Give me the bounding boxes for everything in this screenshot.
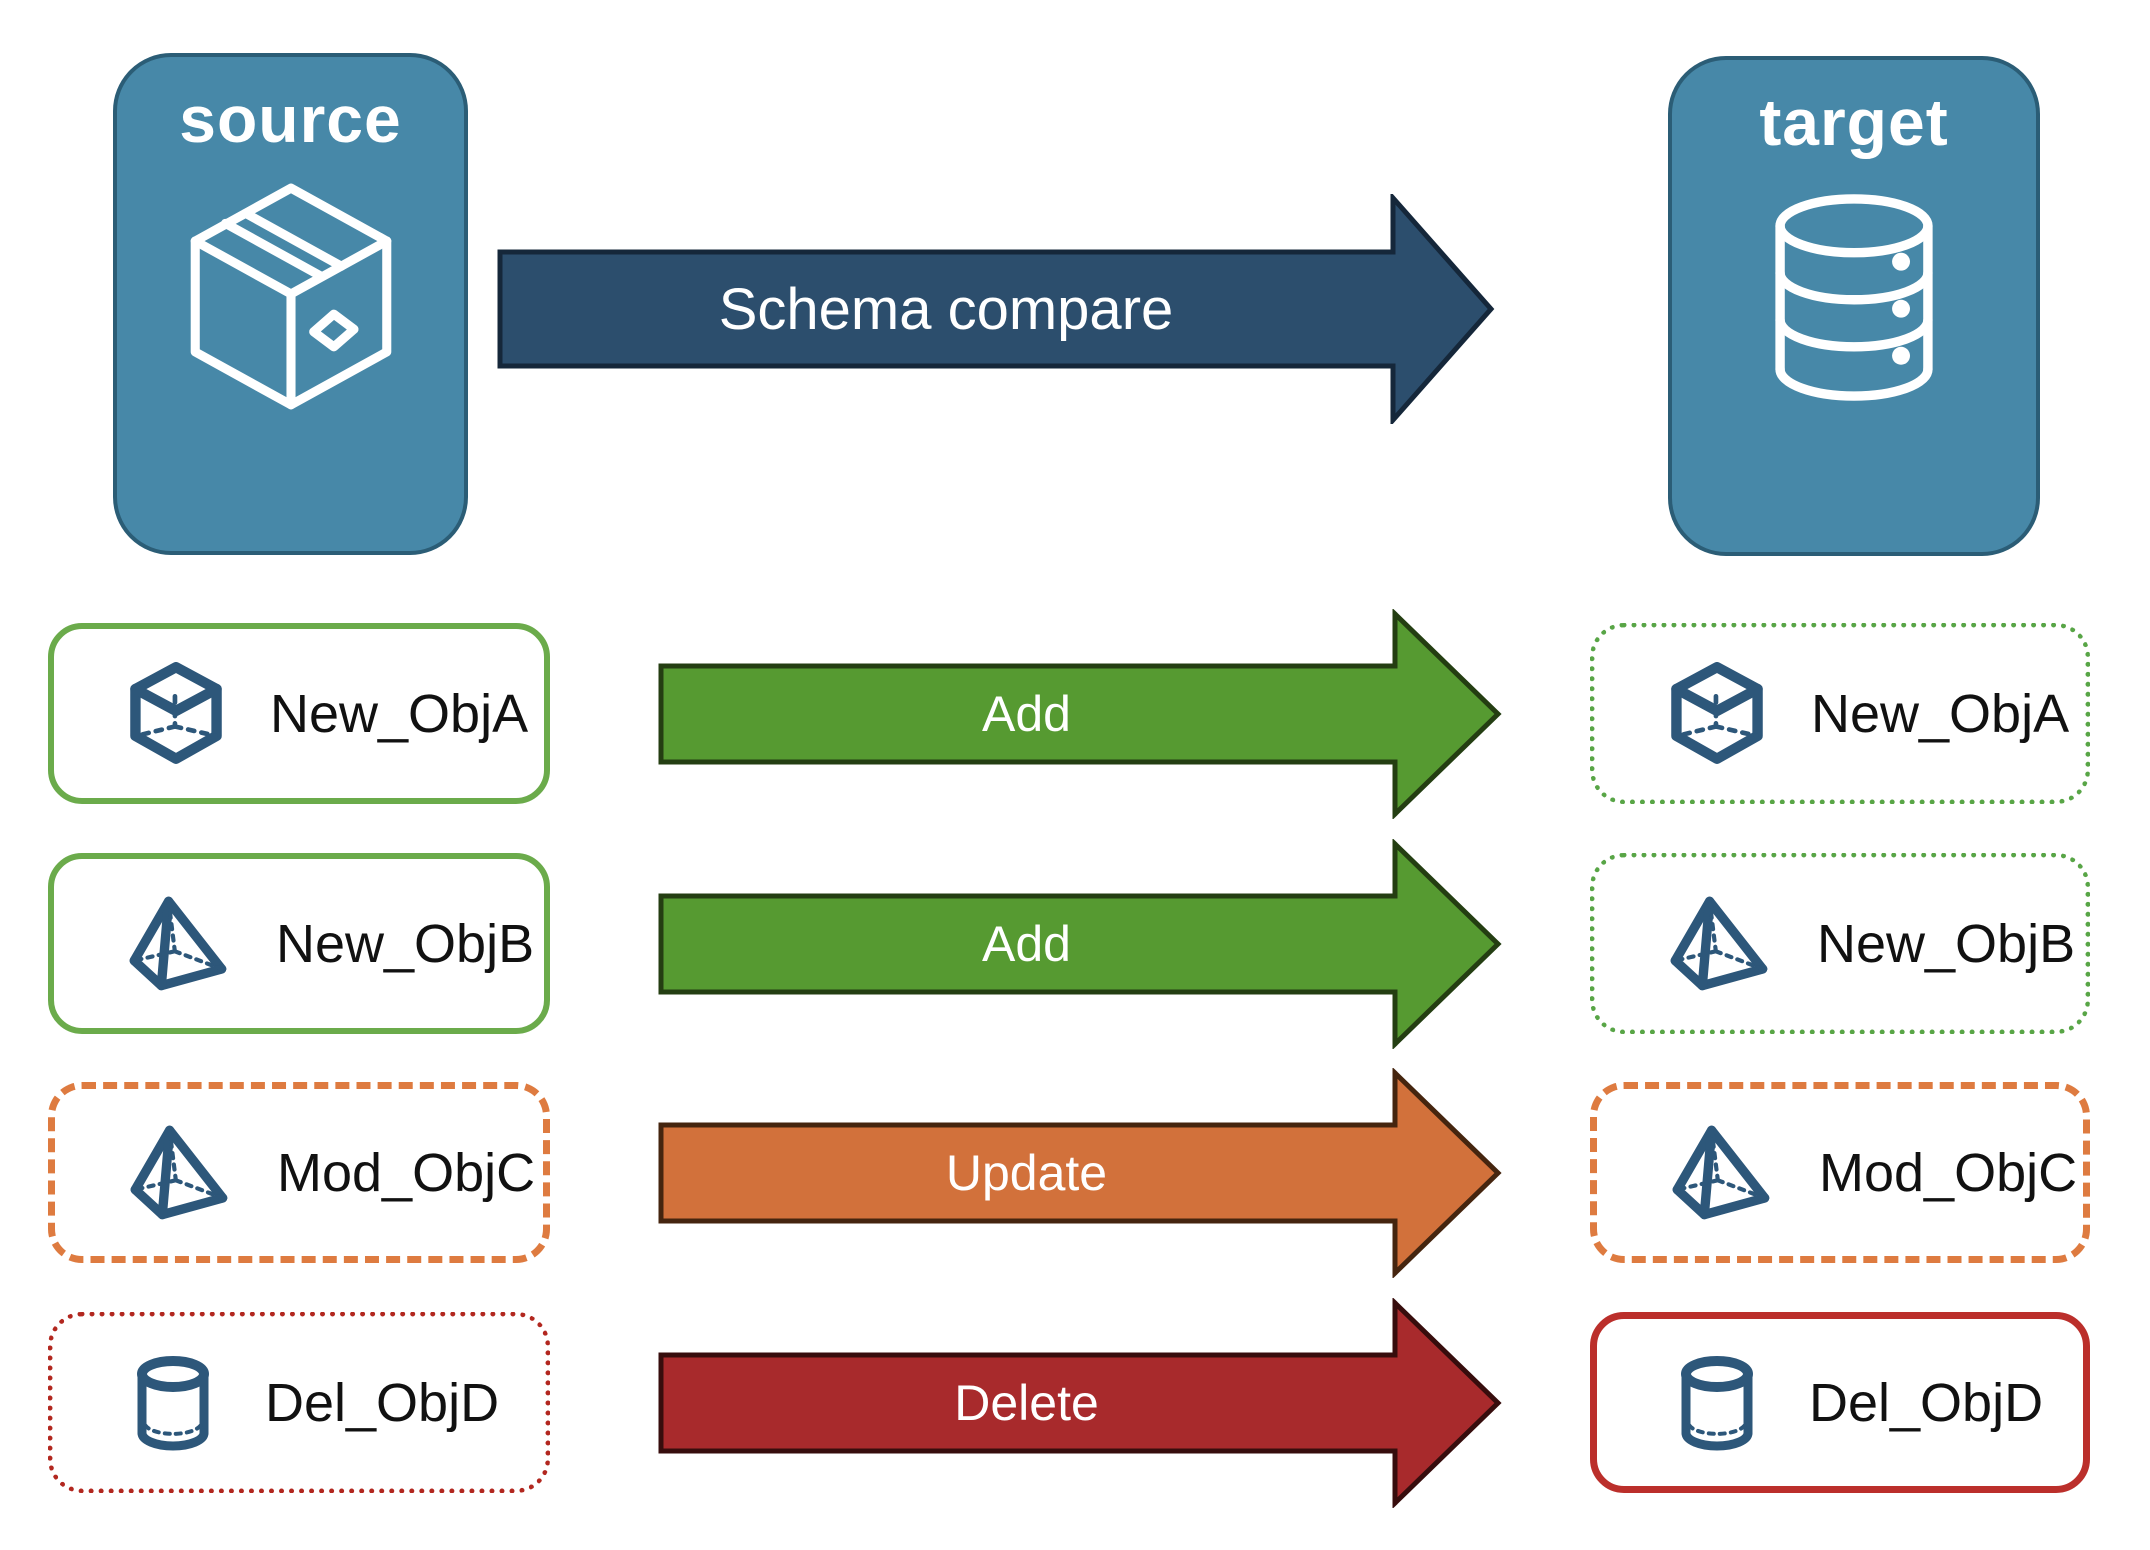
action-arrow-label: Add [982, 686, 1071, 742]
package-box-icon [165, 165, 417, 433]
object-name: Mod_ObjC [277, 1142, 536, 1203]
pyramid-icon [1667, 1121, 1777, 1225]
database-icon [1742, 168, 1966, 436]
right-arrow-shape [658, 839, 1502, 1049]
target-box: target [1668, 56, 2040, 556]
action-arrow-label: Update [945, 1145, 1108, 1201]
right-arrow-shape [658, 609, 1502, 819]
target-object-card-mod-objc: Mod_ObjC [1590, 1082, 2090, 1263]
add-arrow-obja: Add [658, 609, 1503, 819]
object-name: Mod_ObjC [1819, 1142, 2078, 1203]
delete-arrow-objd: Delete [658, 1298, 1503, 1508]
object-name: Del_ObjD [265, 1372, 500, 1433]
source-object-card-new-obja: New_ObjA [48, 623, 550, 804]
cube-icon [1665, 662, 1769, 766]
schema-compare-arrow-label: Schema compare [718, 276, 1174, 342]
action-arrow-label: Add [982, 916, 1071, 972]
object-name: New_ObjA [1811, 683, 2070, 744]
cube-icon [124, 662, 228, 766]
action-arrow-label: Delete [954, 1375, 1099, 1431]
object-name: New_ObjA [270, 683, 529, 744]
source-object-card-del-objd: Del_ObjD [48, 1312, 550, 1493]
source-box-label: source [179, 82, 402, 156]
target-box-label: target [1759, 85, 1949, 159]
pyramid-icon [124, 892, 234, 996]
right-arrow-shape [497, 194, 1495, 424]
object-name: New_ObjB [1817, 913, 2076, 974]
target-object-card-new-obja: New_ObjA [1590, 623, 2090, 804]
schema-compare-arrow: Schema compare [497, 194, 1497, 424]
target-object-card-new-objb: New_ObjB [1590, 853, 2090, 1034]
pyramid-icon [125, 1121, 235, 1225]
object-name: Del_ObjD [1809, 1372, 2044, 1433]
right-arrow-shape [658, 1298, 1502, 1508]
cylinder-icon [1667, 1351, 1767, 1455]
source-object-card-mod-objc: Mod_ObjC [48, 1082, 550, 1263]
source-object-card-new-objb: New_ObjB [48, 853, 550, 1034]
pyramid-icon [1665, 892, 1775, 996]
add-arrow-objb: Add [658, 839, 1503, 1049]
cylinder-icon [123, 1351, 223, 1455]
update-arrow-objc: Update [658, 1068, 1503, 1278]
source-box: source [113, 53, 468, 555]
target-object-card-del-objd: Del_ObjD [1590, 1312, 2090, 1493]
right-arrow-shape [658, 1068, 1502, 1278]
object-name: New_ObjB [276, 913, 535, 974]
